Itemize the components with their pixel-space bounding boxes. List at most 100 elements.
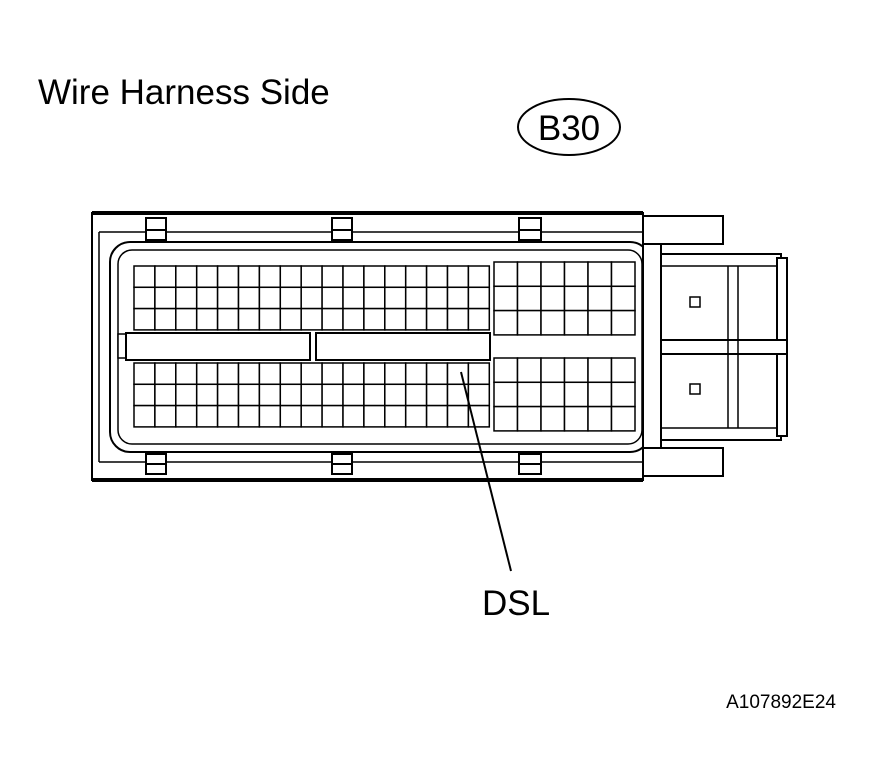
terminal-main-top-cell bbox=[195, 307, 219, 331]
terminal-main-top-cell bbox=[258, 307, 282, 331]
terminal-main-top-cell bbox=[154, 265, 177, 289]
terminal-main-bottom-cell bbox=[404, 383, 428, 407]
terminal-main-bottom-cell bbox=[175, 383, 198, 407]
terminal-right-bottom-cell bbox=[516, 357, 542, 384]
terminal-main-bottom-cell bbox=[237, 362, 261, 386]
terminal-right-bottom-cell bbox=[493, 381, 519, 408]
terminal-main-bottom-cell bbox=[216, 404, 240, 428]
terminal-main-bottom-cell bbox=[216, 383, 240, 407]
terminal-main-top-cell bbox=[216, 307, 240, 331]
terminal-right-top-cell bbox=[563, 285, 589, 312]
terminal-main-bottom-cell bbox=[300, 404, 323, 428]
terminal-main-bottom-cell bbox=[279, 404, 302, 428]
terminal-main-bottom-cell bbox=[133, 362, 156, 386]
terminal-main-top-cell bbox=[404, 307, 428, 331]
terminal-main-bottom-cell bbox=[279, 383, 302, 407]
terminal-main-top-cell bbox=[404, 286, 428, 310]
terminal-main-top-cell bbox=[425, 265, 449, 289]
terminal-right-bottom-cell bbox=[587, 381, 613, 408]
terminal-right-bottom-cell bbox=[610, 405, 636, 432]
latch-square-bottom bbox=[689, 383, 701, 395]
terminal-main-bottom-cell bbox=[446, 404, 470, 428]
dsl-terminal-label: DSL bbox=[482, 584, 550, 623]
terminal-right-top-cell bbox=[540, 309, 566, 336]
terminal-main-top-cell bbox=[175, 307, 198, 331]
terminal-right-top-cell bbox=[493, 309, 519, 336]
terminal-right-bottom-cell bbox=[587, 405, 613, 432]
terminal-main-top-cell bbox=[321, 307, 344, 331]
latch-end-cap-top bbox=[776, 257, 788, 341]
terminal-main-bottom-cell bbox=[216, 362, 240, 386]
terminal-main-top-cell bbox=[300, 265, 323, 289]
terminal-main-top-cell bbox=[363, 265, 386, 289]
latch-top-rail bbox=[642, 215, 724, 245]
latch-post bbox=[642, 231, 662, 463]
terminal-main-bottom-cell bbox=[154, 404, 177, 428]
terminal-main-top-cell bbox=[446, 286, 470, 310]
terminal-main-bottom-cell bbox=[300, 383, 323, 407]
terminal-main-top-cell bbox=[133, 286, 156, 310]
terminal-main-top-cell bbox=[258, 265, 282, 289]
terminal-main-bottom-cell bbox=[384, 383, 407, 407]
terminal-main-bottom-cell bbox=[384, 362, 407, 386]
terminal-main-top-cell bbox=[363, 286, 386, 310]
terminal-grid-main-top bbox=[133, 265, 491, 331]
terminal-main-bottom-cell bbox=[363, 404, 386, 428]
terminal-main-top-cell bbox=[175, 286, 198, 310]
terminal-main-bottom-cell bbox=[258, 404, 282, 428]
top-locking-tabs bbox=[145, 217, 542, 241]
terminal-main-top-cell bbox=[446, 307, 470, 331]
terminal-main-top-cell bbox=[321, 265, 344, 289]
terminal-main-top-cell bbox=[300, 307, 323, 331]
latch-square-top bbox=[689, 296, 701, 308]
latch-middle-bar bbox=[660, 339, 788, 355]
terminal-main-top-cell bbox=[321, 286, 344, 310]
terminal-right-bottom-cell bbox=[493, 405, 519, 432]
terminal-main-top-cell bbox=[237, 307, 261, 331]
terminal-right-top-cell bbox=[587, 285, 613, 312]
terminal-right-top-cell bbox=[540, 285, 566, 312]
terminal-main-bottom-cell bbox=[195, 404, 219, 428]
terminal-right-top-cell bbox=[587, 261, 613, 288]
terminal-right-bottom-cell bbox=[610, 357, 636, 384]
terminal-right-top-cell bbox=[563, 309, 589, 336]
terminal-main-top-cell bbox=[446, 265, 470, 289]
terminal-main-top-cell bbox=[258, 286, 282, 310]
terminal-right-bottom-cell bbox=[493, 357, 519, 384]
connector-code-label: B30 bbox=[538, 109, 600, 148]
terminal-main-bottom-cell bbox=[237, 404, 261, 428]
terminal-main-top-cell bbox=[384, 286, 407, 310]
terminal-main-top-cell bbox=[342, 307, 365, 331]
terminal-main-bottom-cell bbox=[425, 362, 449, 386]
terminal-right-bottom-cell bbox=[563, 357, 589, 384]
terminal-main-top-cell bbox=[342, 286, 365, 310]
terminal-main-top-cell bbox=[467, 307, 491, 331]
terminal-main-top-cell bbox=[279, 265, 302, 289]
terminal-main-bottom-cell bbox=[384, 404, 407, 428]
terminal-main-top-cell bbox=[237, 265, 261, 289]
terminal-right-top-cell bbox=[493, 261, 519, 288]
terminal-right-top-cell bbox=[516, 261, 542, 288]
terminal-main-top-cell bbox=[237, 286, 261, 310]
dsl-leader-line bbox=[460, 371, 512, 572]
terminal-main-bottom-cell bbox=[446, 362, 470, 386]
terminal-main-top-cell bbox=[154, 307, 177, 331]
terminal-main-top-cell bbox=[216, 265, 240, 289]
terminal-main-bottom-cell bbox=[195, 362, 219, 386]
terminal-main-bottom-cell bbox=[425, 404, 449, 428]
terminal-main-bottom-cell bbox=[154, 383, 177, 407]
terminal-main-top-cell bbox=[133, 307, 156, 331]
right-latch bbox=[642, 215, 788, 477]
connector-code-ellipse bbox=[517, 98, 621, 156]
terminal-main-top-cell bbox=[279, 286, 302, 310]
terminal-main-top-cell bbox=[425, 286, 449, 310]
terminal-main-bottom-cell bbox=[279, 362, 302, 386]
connector-code-badge: B30 bbox=[517, 98, 621, 156]
terminal-main-top-cell bbox=[384, 307, 407, 331]
terminal-right-bottom-cell bbox=[610, 381, 636, 408]
figure-id: A107892E24 bbox=[726, 692, 836, 713]
terminal-main-top-cell bbox=[342, 265, 365, 289]
terminal-main-top-cell bbox=[404, 265, 428, 289]
terminal-right-top-cell bbox=[610, 261, 636, 288]
